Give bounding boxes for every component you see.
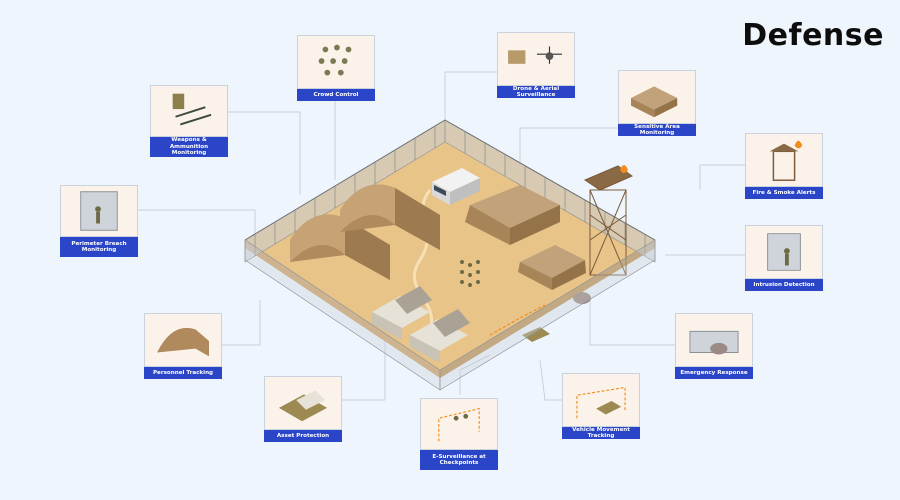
launcher-vehicle-2: [410, 309, 470, 363]
sensitive-area-illustration: [618, 70, 696, 124]
label-perimeter-breach: Perimeter Breach Monitoring: [60, 237, 138, 257]
soldier-group: [460, 260, 480, 287]
callout-perimeter-breach[interactable]: Perimeter Breach Monitoring: [60, 185, 138, 257]
elephant: [573, 292, 591, 304]
emergency-illustration: [675, 313, 753, 367]
callout-fire-smoke[interactable]: Fire & Smoke Alerts: [745, 133, 823, 199]
label-fire-smoke: Fire & Smoke Alerts: [745, 187, 823, 199]
page-title: Defense: [742, 18, 884, 53]
connector-lines: [138, 71, 745, 401]
label-drone-surveillance: Drone & Aerial Surveillance: [497, 86, 575, 98]
hangar-2: [340, 184, 440, 250]
label-crowd-control: Crowd Control: [297, 89, 375, 101]
intrusion-illustration: [745, 225, 823, 279]
tent-small: [518, 245, 586, 290]
checkpoint-illustration: [420, 398, 498, 450]
callout-sensitive-area[interactable]: Sensitive Area Monitoring: [618, 70, 696, 136]
checkpoint-barrier: [489, 304, 546, 336]
callout-asset-protection[interactable]: Asset Protection: [264, 376, 342, 442]
hangar-1: [290, 214, 390, 280]
label-weapons-monitoring: Weapons & Ammunition Monitoring: [150, 137, 228, 157]
tent-large: [465, 185, 560, 245]
vehicle-illustration: [562, 373, 640, 427]
label-checkpoints: E-Surveillance at Checkpoints: [420, 450, 498, 470]
label-vehicle-tracking: Vehicle Movement Tracking: [562, 427, 640, 439]
callout-drone-surveillance[interactable]: Drone & Aerial Surveillance: [497, 32, 575, 98]
asset-illustration: [264, 376, 342, 430]
crowd-illustration: [297, 35, 375, 89]
launcher-vehicle-1: [372, 286, 432, 340]
hangar-illustration: [144, 313, 222, 367]
label-intrusion-detection: Intrusion Detection: [745, 279, 823, 291]
label-asset-protection: Asset Protection: [264, 430, 342, 442]
truck: [432, 168, 480, 205]
callout-vehicle-tracking[interactable]: Vehicle Movement Tracking: [562, 373, 640, 439]
callout-intrusion-detection[interactable]: Intrusion Detection: [745, 225, 823, 291]
perimeter-fence: [244, 119, 656, 263]
watch-tower: [583, 165, 634, 276]
callout-crowd-control[interactable]: Crowd Control: [297, 35, 375, 101]
perimeter-breach-illustration: [60, 185, 138, 237]
callout-weapons-monitoring[interactable]: Weapons & Ammunition Monitoring: [150, 85, 228, 157]
label-personnel-tracking: Personnel Tracking: [144, 367, 222, 379]
label-emergency-response: Emergency Response: [675, 367, 753, 379]
jeep: [522, 327, 550, 342]
label-sensitive-area: Sensitive Area Monitoring: [618, 124, 696, 136]
callout-emergency-response[interactable]: Emergency Response: [675, 313, 753, 379]
drone-illustration: [497, 32, 575, 86]
fire-tower-illustration: [745, 133, 823, 187]
callout-personnel-tracking[interactable]: Personnel Tracking: [144, 313, 222, 379]
callout-checkpoints[interactable]: E-Surveillance at Checkpoints: [420, 398, 498, 470]
weapons-illustration: [150, 85, 228, 137]
